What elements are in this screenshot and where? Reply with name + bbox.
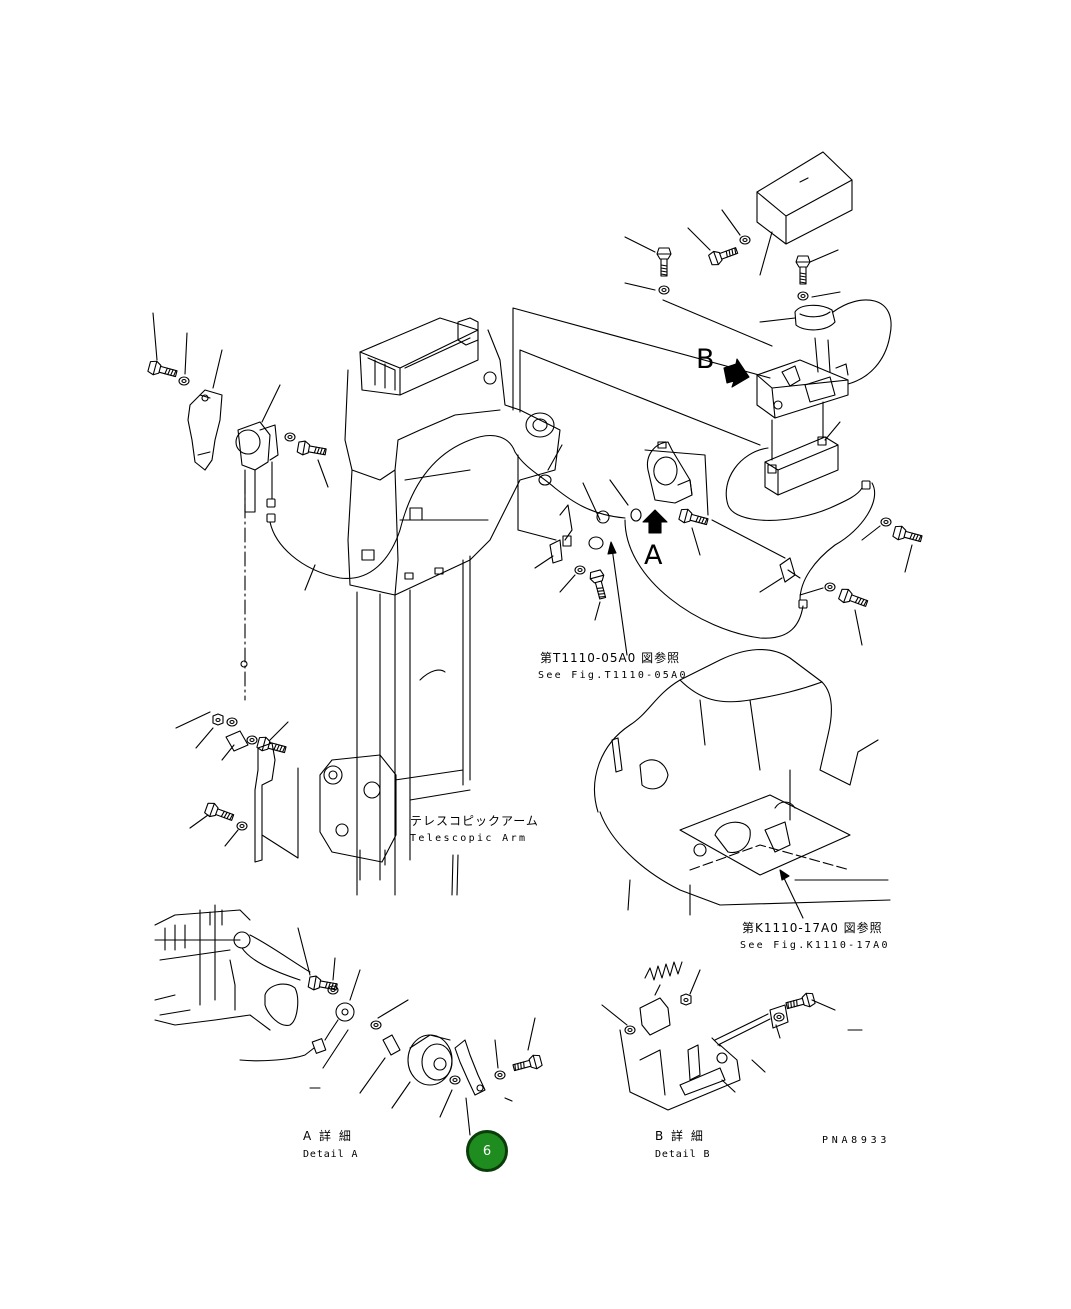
bracket-b: [756, 337, 849, 461]
wire-harness-left: [269, 435, 626, 579]
detail-a-bolt-2: [511, 1053, 544, 1076]
reference-k1110-en: See Fig.K1110-17A0: [740, 940, 890, 951]
page-number-text: 6: [482, 1143, 492, 1159]
bolt-left-top: [146, 359, 179, 382]
page-number-badge[interactable]: 6: [466, 1130, 508, 1172]
mounting-plate-left: [187, 389, 223, 471]
detail-a-pin: [504, 1097, 513, 1102]
detail-b-rod: [711, 1013, 771, 1047]
washer-left-mid-2: [246, 735, 258, 745]
washer-clamp: [574, 565, 586, 575]
washer-left-lower: [236, 821, 248, 831]
callout-label-a: A: [644, 540, 663, 571]
detail-a-title-en: Detail A: [303, 1149, 359, 1160]
limit-switch-sensor: [794, 304, 836, 331]
detail-a-sensor: [239, 1002, 355, 1062]
bolt-left-lower: [203, 800, 236, 825]
detail-b-spring: [644, 961, 683, 981]
drawing-code: PNA8933: [822, 1135, 891, 1146]
arrow-to-bracket-b-icon: [723, 358, 750, 388]
detail-b-washer-1: [624, 1025, 636, 1035]
detail-b-plate: [769, 1004, 789, 1029]
wire-clip-right: [779, 557, 801, 583]
washer-cover-left: [658, 285, 670, 295]
detail-a-title-jp: A 詳 細: [303, 1129, 353, 1143]
washer-bracket-b: [797, 291, 809, 301]
sensor-bracket-a: [646, 441, 693, 504]
bolt-left-sensor: [296, 439, 328, 460]
connector-left-lower: [266, 513, 276, 523]
spacer-left-mid: [225, 730, 249, 752]
telescopic-arm: [319, 317, 561, 896]
reference-lines: [512, 299, 786, 559]
bolt-right-lower: [837, 586, 870, 611]
telescopic-arm-label-en: Telescopic Arm: [410, 833, 528, 844]
detail-b-title-jp: B 詳 細: [655, 1129, 705, 1143]
detail-a-spacer: [382, 1034, 401, 1056]
detail-a-switch-disc: [407, 1034, 453, 1086]
connector-left-upper: [266, 498, 276, 508]
washer-left-sensor: [284, 432, 296, 442]
reference-t1110-en: See Fig.T1110-05A0: [538, 670, 688, 681]
reference-arrow-t1110: [607, 541, 628, 656]
arrow-to-sensor-a-icon: [642, 509, 668, 534]
relay-cover: [756, 151, 853, 245]
detail-b-nut: [680, 993, 692, 1006]
bolt-bracket-a: [677, 507, 710, 530]
bolt-bracket-b: [795, 255, 811, 285]
washer-left-top: [178, 376, 190, 386]
washer-right-upper: [880, 517, 892, 527]
bolt-clamp: [588, 568, 611, 601]
detail-a-lever: [454, 1039, 486, 1096]
washer-left-mid-1: [226, 717, 238, 727]
bolt-cover-left: [656, 247, 672, 277]
callout-label-b: B: [696, 344, 715, 375]
wire-harness-right: [624, 299, 892, 639]
centerline: [240, 479, 248, 701]
bolt-cover-mid: [707, 243, 740, 268]
nut-left-mid: [212, 713, 224, 726]
detail-b-washer-2: [773, 1012, 785, 1022]
reference-t1110-jp: 第T1110-05A0 図参照: [540, 651, 681, 665]
detail-b-actuator: [639, 984, 671, 1036]
wire-clamps: [538, 474, 642, 564]
bolt-right-upper: [891, 524, 924, 547]
connector-right-upper: [861, 480, 871, 490]
detail-a-washer-4: [494, 1070, 506, 1080]
switch-box: [764, 436, 839, 496]
bracket-plate-left: [254, 742, 299, 863]
washer-right-lower: [824, 582, 836, 592]
reference-k1110-jp: 第K1110-17A0 図参照: [742, 921, 883, 935]
detail-b-bolt: [784, 991, 817, 1014]
telescopic-arm-label-jp: テレスコピックアーム: [410, 814, 539, 828]
detail-a-washer-2: [370, 1020, 382, 1030]
reference-arrow-k1110: [779, 869, 804, 919]
detail-b-title-en: Detail B: [655, 1149, 711, 1160]
machine-body: [594, 648, 891, 916]
detail-a-machine-section: [154, 904, 311, 1031]
detail-b-base-bracket: [619, 1029, 741, 1111]
detail-a-washer-3: [449, 1075, 461, 1085]
washer-cover-mid: [739, 235, 751, 245]
leader-lines: [152, 209, 913, 1136]
